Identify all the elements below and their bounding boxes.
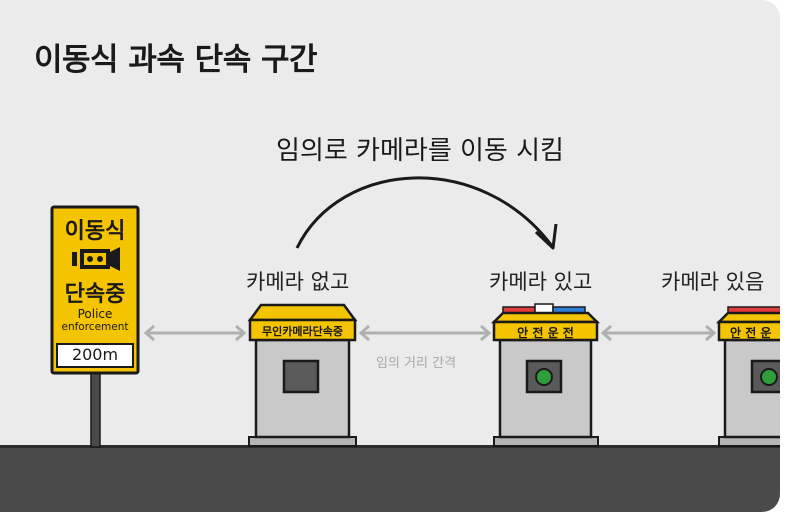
booth-3-sign: 안 전 운 — [730, 326, 772, 340]
diagram-subtitle: 임의로 카메라를 이동 시킴 — [276, 136, 564, 166]
road-sign-line3: Police — [77, 307, 113, 321]
distance-arrow-2 — [358, 324, 492, 342]
distance-arrow-3 — [600, 324, 717, 342]
booth-3 — [715, 306, 780, 447]
booth-1-caption: 카메라 없고 — [246, 270, 350, 294]
booth-2-caption: 카메라 있고 — [489, 270, 593, 294]
sign-pole — [90, 371, 101, 448]
camera-lens-icon — [535, 368, 553, 386]
booth-2-sign: 안 전 운 전 — [517, 326, 574, 340]
booth-1-sign: 무인카메라단속중 — [262, 325, 343, 338]
booth-2 — [490, 303, 601, 447]
distance-arrow-1 — [143, 324, 247, 342]
booth-1 — [247, 303, 358, 447]
camera-icon — [72, 247, 120, 271]
booth-3-caption: 카메라 있음 — [661, 270, 765, 294]
diagram-title: 이동식 과속 단속 구간 — [34, 42, 318, 78]
road-sign-line1: 이동식 — [64, 219, 126, 244]
move-arrowhead — [534, 223, 558, 250]
road-sign-line4: enforcement — [61, 321, 129, 333]
road-sign — [50, 205, 140, 375]
move-arrow — [295, 176, 554, 249]
road-sign-distance: 200m — [71, 345, 119, 364]
gap-label: 임의 거리 간격 — [376, 356, 457, 371]
road-sign-line2: 단속중 — [64, 282, 126, 307]
road — [0, 445, 780, 512]
